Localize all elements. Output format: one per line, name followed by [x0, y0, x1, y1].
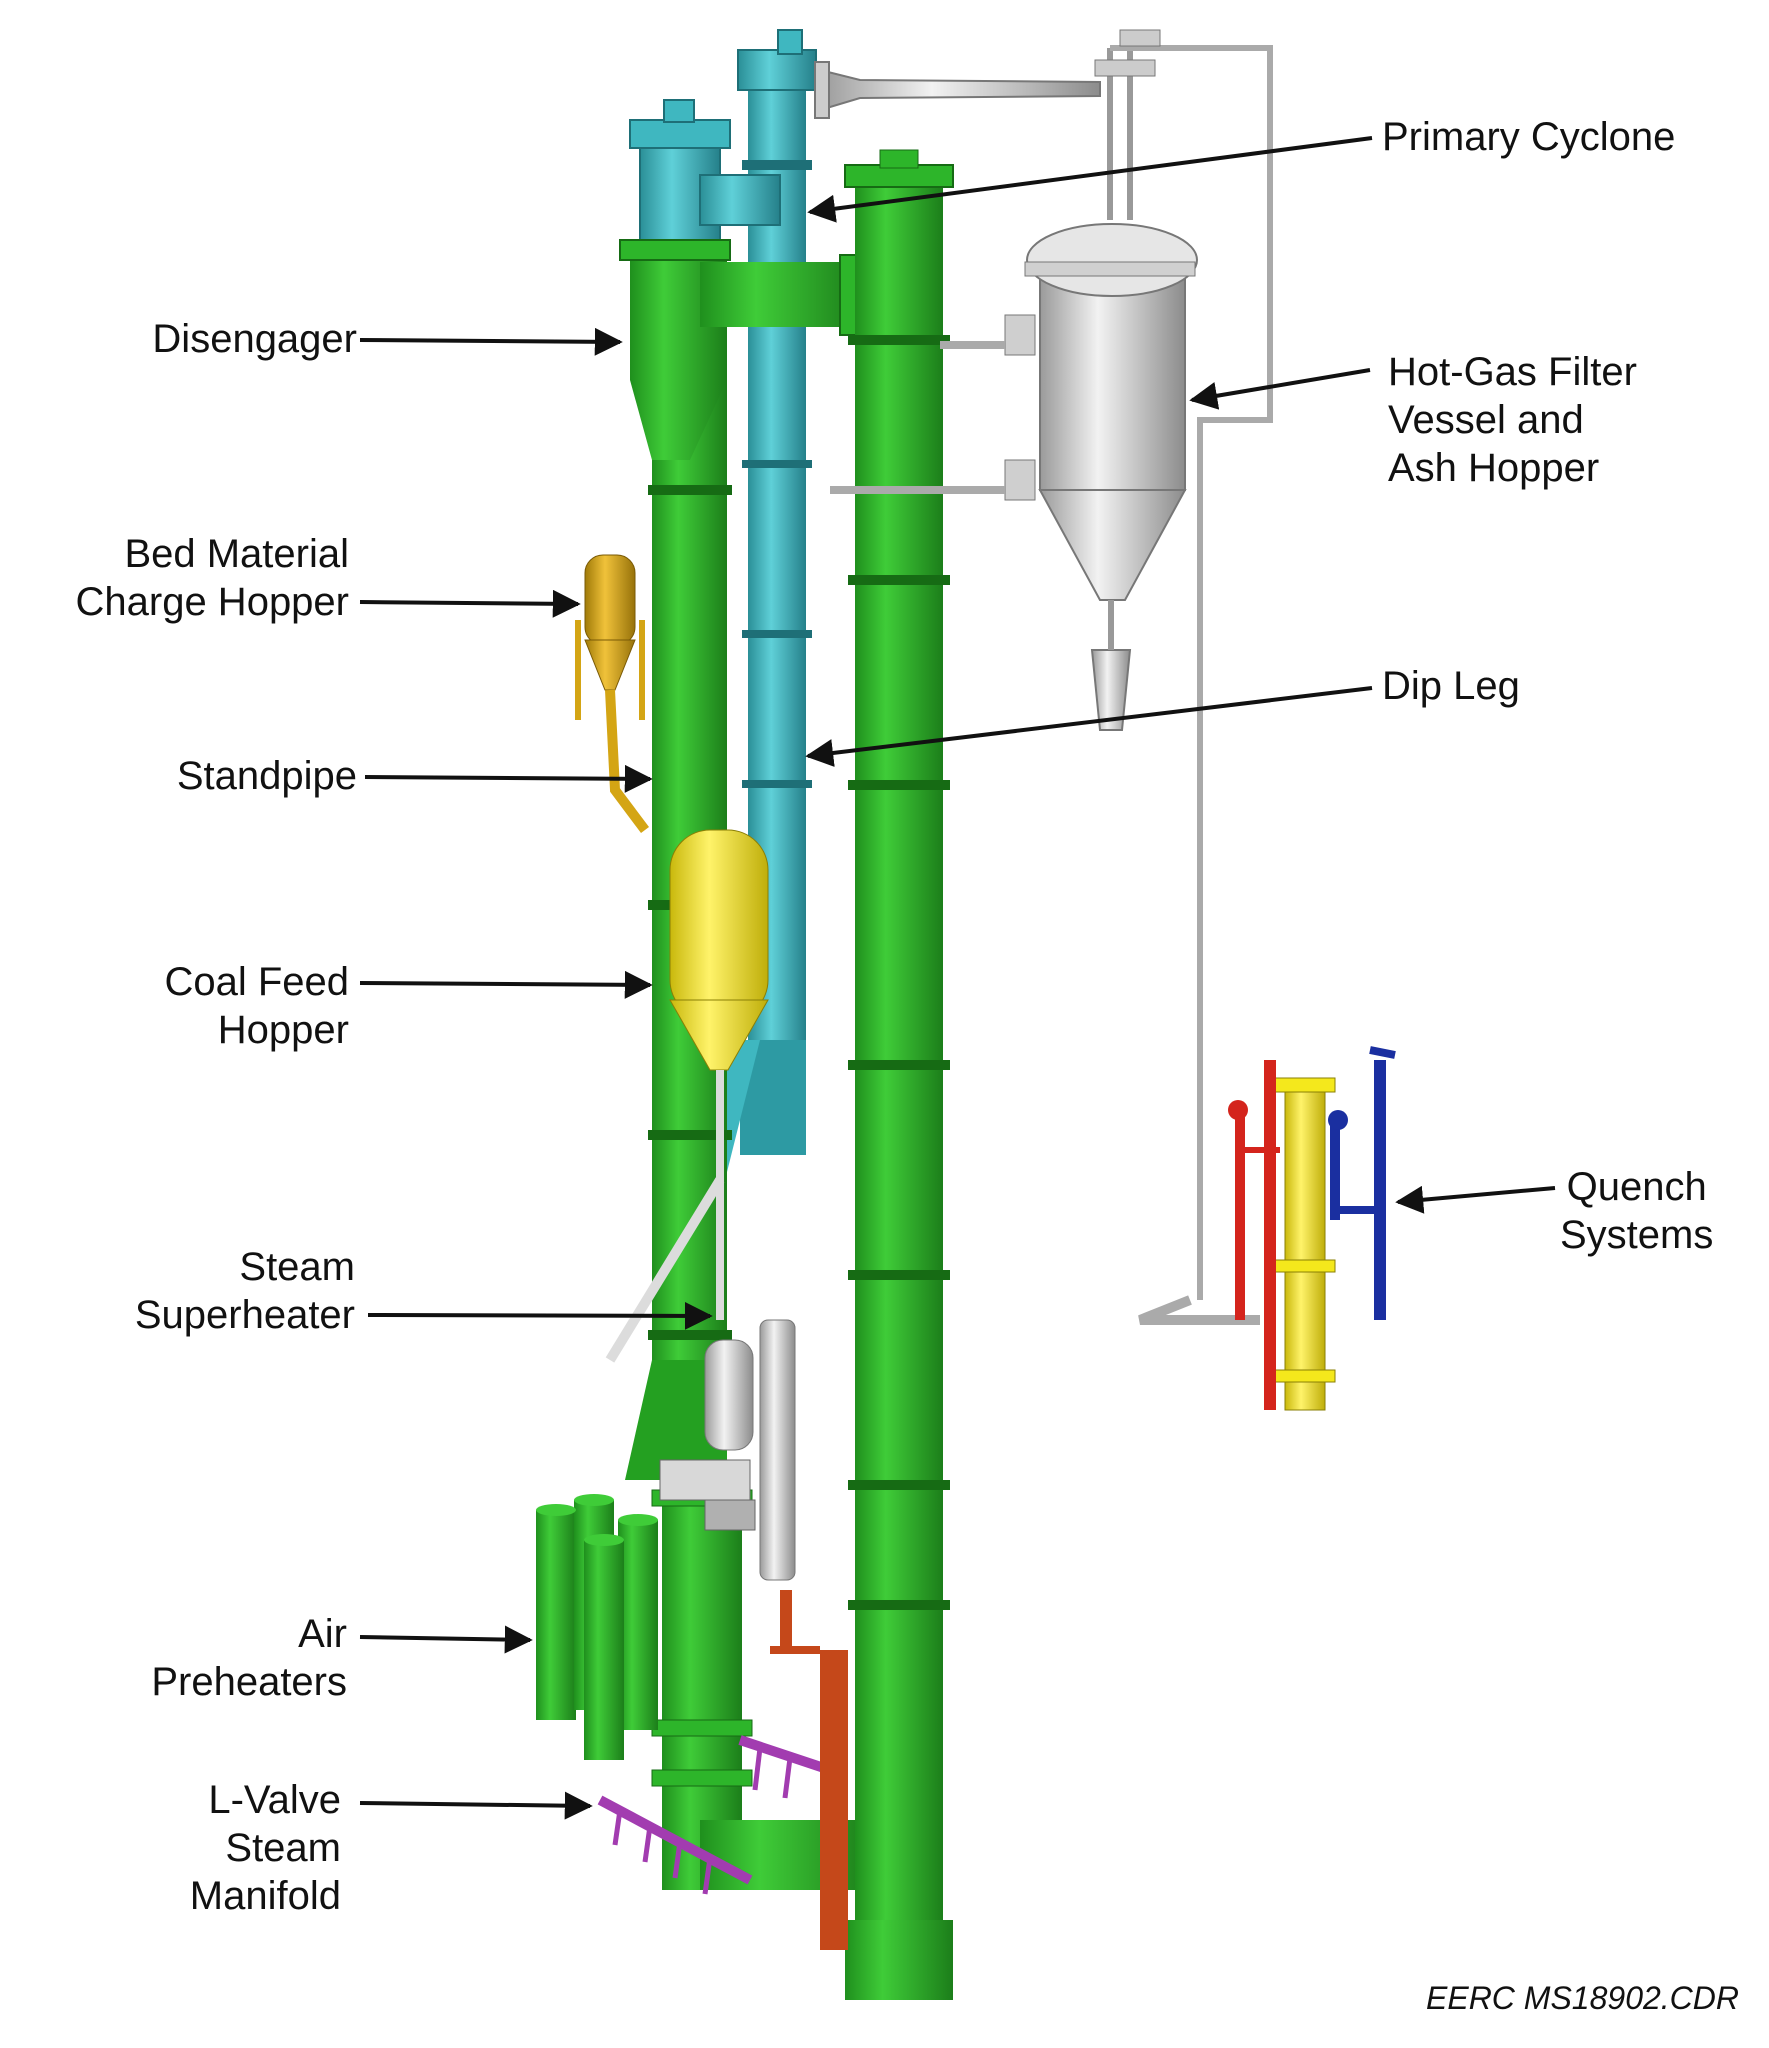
l-valve-steam-manifold	[597, 1590, 848, 1950]
label-line: Ash Hopper	[1388, 446, 1600, 490]
label-coal-feed-hopper: Coal Feed Hopper	[164, 958, 349, 1054]
label-line: Preheaters	[151, 1660, 347, 1704]
label-bed-material-charge-hopper: Bed Material Charge Hopper	[76, 530, 350, 626]
label-standpipe: Standpipe	[177, 752, 357, 800]
label-line: Hopper	[217, 1008, 349, 1052]
arrow-primary-cyclone	[807, 136, 1373, 223]
arrow-dip-leg	[805, 686, 1373, 767]
label-line: Standpipe	[176, 754, 357, 798]
steam-superheater	[659, 1319, 796, 1581]
cyclone-outlet-duct	[814, 29, 1273, 1325]
bed-material-charge-hopper	[575, 554, 649, 833]
label-dip-leg: Dip Leg	[1382, 662, 1520, 710]
arrow-disengager	[359, 327, 623, 356]
label-disengager: Disengager	[152, 315, 357, 363]
label-hot-gas-filter: Hot-Gas Filter Vessel and Ash Hopper	[1388, 348, 1637, 492]
label-line: Coal Feed	[164, 960, 349, 1004]
label-line: Air	[298, 1612, 347, 1656]
quench-systems	[1228, 1046, 1396, 1411]
label-line: Superheater	[134, 1293, 355, 1337]
leader-arrows	[359, 136, 1556, 1820]
arrow-coal-hopper	[359, 970, 653, 999]
label-line: Disengager	[152, 317, 357, 361]
label-line: Quench	[1566, 1165, 1707, 1209]
label-quench-systems: Quench Systems	[1560, 1163, 1713, 1259]
label-line: L-Valve	[208, 1778, 341, 1822]
label-line: Steam	[225, 1826, 341, 1870]
arrow-bed-hopper	[359, 589, 581, 618]
label-line: Bed Material	[124, 532, 349, 576]
arrow-hot-gas-filter	[1189, 368, 1371, 410]
label-air-preheaters: Air Preheaters	[151, 1610, 347, 1706]
air-preheaters	[536, 1494, 658, 1760]
label-line: Steam	[239, 1245, 355, 1289]
label-line: Vessel and	[1388, 398, 1584, 442]
arrow-steam-superheater	[367, 1301, 713, 1330]
arrow-quench	[1395, 1185, 1556, 1214]
label-line: Systems	[1560, 1213, 1714, 1257]
coal-feed-hopper	[605, 829, 769, 1363]
label-line: Hot-Gas Filter	[1388, 350, 1637, 394]
label-steam-superheater: Steam Superheater	[135, 1243, 355, 1339]
label-line: Dip Leg	[1382, 664, 1520, 708]
arrow-air-preheaters	[359, 1625, 533, 1654]
arrow-standpipe	[364, 764, 653, 793]
drawing-code: EERC MS18902.CDR	[1426, 1980, 1739, 2016]
riser-column	[844, 149, 954, 2000]
label-line: Manifold	[189, 1874, 341, 1918]
arrow-l-valve	[359, 1791, 593, 1820]
label-line: Primary Cyclone	[1382, 115, 1676, 159]
label-primary-cyclone: Primary Cyclone	[1382, 113, 1675, 161]
label-l-valve-steam-manifold: L-Valve Steam Manifold	[190, 1776, 341, 1920]
hot-gas-filter-vessel	[830, 223, 1198, 731]
label-line: Charge Hopper	[75, 580, 350, 624]
